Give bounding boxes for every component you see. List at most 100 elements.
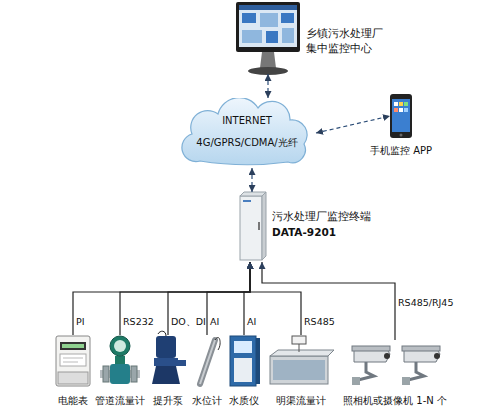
camera-illustration-part xyxy=(384,353,390,359)
network-link xyxy=(267,74,268,98)
camera-illustration-part xyxy=(408,362,424,380)
device-node: 水质仪 xyxy=(228,335,260,390)
camera-illustration-part xyxy=(352,346,390,351)
node-label: 污水处理厂监控终端 xyxy=(272,210,371,223)
terminal-node: 污水处理厂监控终端DATA-9201 xyxy=(238,192,266,262)
monitor-illustration-part xyxy=(260,52,276,68)
terminal-cabinet-illustration-part xyxy=(262,192,266,260)
monitor-illustration-part xyxy=(242,13,256,23)
monitor-illustration-part xyxy=(248,67,288,75)
signal-label: RS485/RJ45 xyxy=(398,297,453,309)
pipe-flowmeter-illustration xyxy=(100,336,140,384)
pipe-flowmeter-illustration-part xyxy=(110,364,130,384)
device-node: 电能表 xyxy=(55,335,91,390)
monitor-illustration-part xyxy=(236,2,300,52)
camera-node: 照相机或摄像机 1-N 个 xyxy=(345,340,445,390)
monitor-illustration xyxy=(236,2,300,75)
energy-meter-illustration-part xyxy=(60,354,86,366)
water-quality-analyzer-illustration-part xyxy=(256,338,260,384)
signal-label: RS232 xyxy=(123,316,154,328)
signal-wire xyxy=(120,262,250,335)
phone-illustration-part xyxy=(392,99,410,132)
device-label: 水位计 xyxy=(192,394,222,407)
camera-illustration-part xyxy=(352,377,360,385)
phone-node: 手机监控 APP xyxy=(390,94,412,138)
camera-illustration xyxy=(352,346,390,385)
phone-illustration-part xyxy=(404,108,408,112)
device-node: 水位计 xyxy=(193,335,221,390)
energy-meter-illustration-part xyxy=(58,372,88,384)
open-channel-flowmeter-illustration-part xyxy=(299,344,300,352)
device-node: 提升泵 xyxy=(150,335,186,390)
phone-illustration-part xyxy=(399,102,403,106)
cloud-node: INTERNET 4G/GPRS/CDMA/光纤 xyxy=(178,98,316,168)
level-gauge-illustration-part xyxy=(200,340,215,384)
monitor-illustration-part xyxy=(282,28,294,43)
lift-pump-illustration xyxy=(152,331,186,384)
pipe-flowmeter-illustration-part xyxy=(114,340,126,352)
signal-wire xyxy=(207,262,250,335)
signal-label: RS485 xyxy=(304,316,335,328)
lift-pump-illustration-part xyxy=(158,331,166,336)
open-channel-flowmeter-illustration xyxy=(270,336,334,384)
camera-illustration-part xyxy=(434,353,440,359)
device-label: 水质仪 xyxy=(229,394,259,407)
level-gauge-illustration xyxy=(200,337,220,384)
pipe-flowmeter-illustration-part xyxy=(131,366,137,382)
level-gauge-illustration-part xyxy=(200,340,215,384)
monitor-illustration-part xyxy=(239,5,297,47)
terminal-cabinet-illustration-part xyxy=(240,196,262,260)
monitor-illustration-part xyxy=(266,31,278,43)
monitor-illustration-part xyxy=(260,13,278,27)
level-gauge-illustration-part xyxy=(215,337,220,350)
network-label: 4G/GPRS/CDMA/光纤 xyxy=(178,136,316,149)
phone-illustration-part xyxy=(404,102,408,106)
water-quality-analyzer-illustration xyxy=(230,336,260,386)
energy-meter-illustration-part xyxy=(63,362,78,363)
monitor-illustration-part xyxy=(242,30,262,43)
terminal-cabinet-illustration-part xyxy=(243,200,251,202)
network-label: INTERNET xyxy=(178,114,316,127)
energy-meter-illustration-part xyxy=(62,344,84,348)
energy-meter-illustration xyxy=(56,336,90,386)
terminal-cabinet-illustration-part xyxy=(240,192,266,196)
lift-pump-illustration-part xyxy=(176,360,186,366)
device-label: 明渠流量计 xyxy=(276,394,326,407)
signal-wire xyxy=(168,262,250,335)
camera-illustration xyxy=(402,346,440,385)
energy-meter-illustration-part xyxy=(60,342,86,350)
phone-illustration-part xyxy=(399,108,403,112)
lift-pump-illustration-part xyxy=(156,336,176,358)
monitor-illustration-part xyxy=(239,5,297,10)
lift-pump-illustration-part xyxy=(152,366,180,384)
phone-illustration-part xyxy=(400,134,403,137)
lift-pump-illustration-part xyxy=(154,358,178,366)
node-label: 乡镇污水处理厂 集中监控中心 xyxy=(306,26,390,56)
camera-illustration-part xyxy=(402,377,410,385)
camera-illustration-part xyxy=(358,362,374,380)
pipe-flowmeter-illustration-part xyxy=(115,356,125,364)
signal-wire xyxy=(73,262,250,335)
camera-illustration-part xyxy=(402,346,440,351)
phone-illustration-part xyxy=(390,94,412,138)
open-channel-flowmeter-illustration-part xyxy=(270,350,334,356)
phone-illustration-part xyxy=(394,102,398,106)
phone-illustration xyxy=(390,94,412,138)
device-label: 提升泵 xyxy=(153,394,183,407)
signal-wire xyxy=(262,262,395,340)
signal-label: AI xyxy=(247,316,256,328)
signal-label: DO、DI xyxy=(171,316,206,328)
open-channel-flowmeter-illustration-part xyxy=(273,360,325,380)
energy-meter-illustration-part xyxy=(63,358,83,359)
terminal-cabinet-illustration xyxy=(240,192,266,260)
node-label: 手机监控 APP xyxy=(370,144,432,157)
model-label: DATA-9201 xyxy=(272,226,336,239)
device-label: 管道流量计 xyxy=(95,394,145,407)
pipe-flowmeter-illustration-part xyxy=(110,336,130,356)
terminal-cabinet-illustration-part xyxy=(258,222,260,230)
monitor-node: 乡镇污水处理厂 集中监控中心 xyxy=(236,2,300,74)
device-label: 电能表 xyxy=(58,394,88,407)
monitor-illustration-part xyxy=(281,13,294,23)
network-link xyxy=(316,116,390,133)
